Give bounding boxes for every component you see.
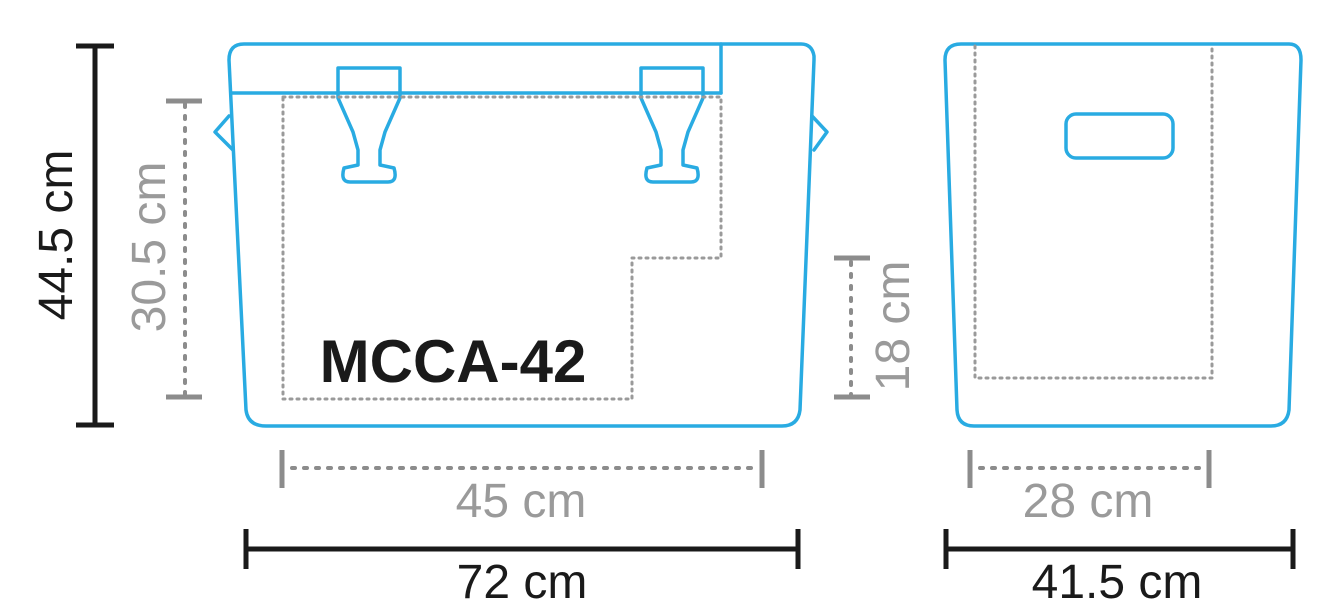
left-latch bbox=[336, 66, 402, 184]
outer-length-label: 72 cm bbox=[457, 556, 588, 609]
outer-width-label: 41.5 cm bbox=[1032, 556, 1203, 609]
inner-height-dimension: 30.5 cm bbox=[123, 98, 202, 400]
inner-length-dimension: 45 cm bbox=[279, 450, 765, 528]
inner-width-label: 28 cm bbox=[1023, 475, 1154, 528]
front-view bbox=[213, 42, 829, 428]
model-name: MCCA-42 bbox=[320, 328, 587, 395]
front-interior-outline bbox=[281, 95, 723, 401]
cooler-body-outline bbox=[227, 42, 816, 428]
side-handle bbox=[1064, 112, 1175, 160]
side-body-outline bbox=[943, 42, 1303, 428]
step-height-dimension: 18 cm bbox=[834, 255, 920, 400]
inner-length-label: 45 cm bbox=[456, 475, 587, 528]
side-view bbox=[943, 42, 1303, 428]
step-height-label: 18 cm bbox=[867, 261, 920, 392]
right-latch bbox=[639, 66, 705, 184]
inner-width-dimension: 28 cm bbox=[967, 450, 1212, 528]
outer-length-dimension: 72 cm bbox=[243, 529, 801, 609]
left-side-handle bbox=[213, 114, 235, 152]
outer-height-dimension: 44.5 cm bbox=[30, 43, 114, 428]
right-side-handle bbox=[810, 114, 829, 152]
side-interior-outline bbox=[973, 44, 1214, 380]
outer-height-label: 44.5 cm bbox=[30, 150, 83, 321]
outer-width-dimension: 41.5 cm bbox=[943, 529, 1296, 609]
inner-height-label: 30.5 cm bbox=[123, 162, 176, 333]
